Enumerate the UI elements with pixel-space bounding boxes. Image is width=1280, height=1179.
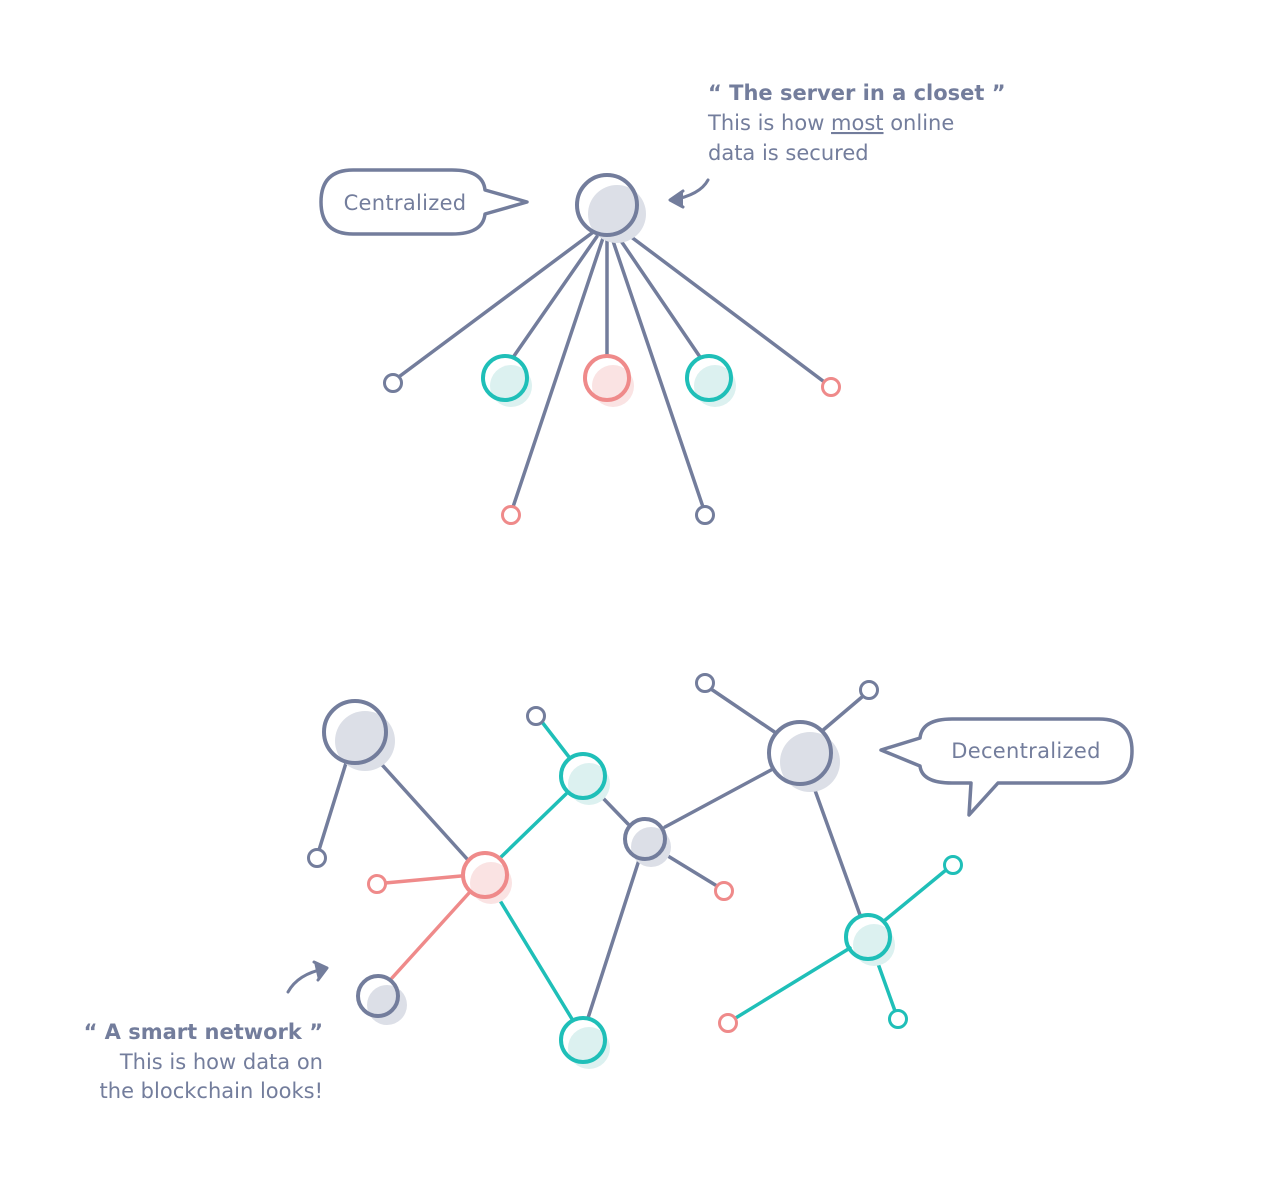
edge xyxy=(882,868,948,923)
callout-line-1: This is how most online xyxy=(707,111,954,135)
centralized-callout: “ The server in a closet ” This is how m… xyxy=(707,81,1006,165)
edge xyxy=(498,792,568,860)
edge xyxy=(398,228,598,378)
edge xyxy=(512,233,600,358)
edge xyxy=(709,687,778,735)
leaf-node xyxy=(714,881,734,901)
leaf-node xyxy=(501,505,521,525)
edge xyxy=(373,755,470,862)
leaf-node xyxy=(821,377,841,397)
leaf-node xyxy=(367,874,387,894)
decentralized-network: Decentralized “ A smart network ” This i… xyxy=(84,673,1134,1103)
edge xyxy=(540,720,571,759)
callout-title: “ The server in a closet ” xyxy=(708,81,1006,105)
leaf-node xyxy=(307,848,327,868)
centralized-label: Centralized xyxy=(344,191,467,215)
centralized-bubble: Centralized xyxy=(319,168,529,236)
edge xyxy=(511,236,605,509)
centralized-network: Centralized “ The server in a closet ” T… xyxy=(319,81,1006,525)
edge xyxy=(732,946,852,1021)
leaf-node xyxy=(718,1013,738,1033)
callout-title: “ A smart network ” xyxy=(84,1020,323,1044)
teal-node xyxy=(685,354,736,407)
leaf-node xyxy=(888,1009,908,1029)
slate-node xyxy=(356,974,407,1025)
leaf-node xyxy=(383,373,403,393)
edge xyxy=(615,233,702,359)
leaf-node xyxy=(695,505,715,525)
callout-line-1-start: This is how xyxy=(707,111,831,135)
large-node xyxy=(322,699,395,771)
callout-line-1: This is how data on xyxy=(119,1050,323,1074)
edge xyxy=(598,793,630,826)
edge xyxy=(390,891,471,980)
pink-node xyxy=(461,851,512,904)
large-node xyxy=(767,720,840,792)
curved-arrow-icon xyxy=(286,960,329,994)
edge xyxy=(874,956,897,1013)
edge xyxy=(383,874,463,885)
leaf-node xyxy=(859,680,879,700)
leaf-node xyxy=(695,673,715,693)
edge xyxy=(494,892,574,1021)
curved-arrow-icon xyxy=(668,178,710,209)
decentralized-label: Decentralized xyxy=(951,739,1100,763)
decentralized-callout: “ A smart network ” This is how data on … xyxy=(84,1020,323,1103)
edge xyxy=(820,695,864,733)
teal-node xyxy=(559,1016,610,1069)
edge xyxy=(661,851,719,888)
leaf-node xyxy=(943,855,963,875)
edge xyxy=(317,761,348,852)
central-server-node xyxy=(575,173,646,243)
edge xyxy=(610,236,705,509)
edge xyxy=(663,768,773,829)
decentralized-bubble: Decentralized xyxy=(879,717,1134,817)
callout-line-2: the blockchain looks! xyxy=(100,1079,323,1103)
teal-node xyxy=(559,752,610,805)
teal-node xyxy=(844,913,895,966)
callout-line-2: data is secured xyxy=(708,141,869,165)
slate-node xyxy=(623,817,671,867)
teal-node xyxy=(481,354,532,407)
callout-line-1-end: online xyxy=(884,111,955,135)
edge xyxy=(810,780,862,917)
edge xyxy=(586,858,641,1020)
leaf-node xyxy=(526,706,546,726)
pink-node xyxy=(583,354,634,407)
edge xyxy=(620,228,825,383)
callout-emphasis: most xyxy=(831,111,883,135)
